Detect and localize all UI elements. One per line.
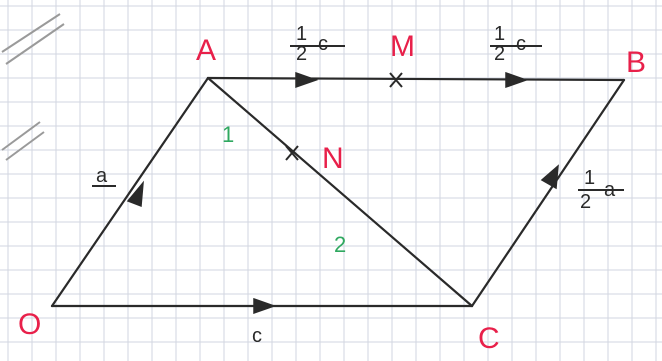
arrow-oc-icon	[253, 297, 277, 315]
edge-oa	[50, 76, 210, 308]
scribble-line	[1, 121, 41, 151]
scribble-line	[5, 23, 65, 65]
fraction-numerator-mb: 1	[494, 23, 505, 45]
label-vector-oa: a	[96, 165, 108, 187]
fraction-denominator-am: 2	[296, 43, 307, 65]
edge-bc	[470, 78, 626, 308]
fraction-numerator-am: 1	[296, 23, 307, 45]
point-markers	[285, 72, 403, 161]
ratio-label-an: 1	[222, 122, 234, 147]
edge-ab	[206, 76, 626, 82]
marker-n-icon	[285, 145, 299, 161]
scribble-line	[5, 131, 45, 161]
arrow-am-icon	[295, 71, 319, 89]
marker-m-icon	[389, 72, 403, 88]
label-point-c: C	[478, 322, 500, 355]
arrow-cb-icon	[540, 164, 559, 190]
arrow-oa-icon	[126, 180, 144, 208]
fraction-denominator-cb: 2	[580, 191, 591, 213]
label-point-n: N	[322, 142, 344, 175]
ratio-label-nc: 2	[334, 232, 346, 257]
scribble-line	[1, 13, 61, 53]
label-point-a: A	[196, 34, 216, 67]
margin-scribbles	[1, 13, 65, 161]
label-vector-oc: c	[252, 325, 262, 347]
fraction-denominator-mb: 2	[494, 43, 505, 65]
edge-ac-diagonal	[206, 76, 474, 308]
fraction-variable-am: c	[318, 33, 328, 55]
direction-arrows	[126, 71, 559, 315]
label-point-m: M	[390, 30, 415, 63]
fraction-numerator-cb: 1	[584, 167, 595, 189]
arrow-mb-icon	[505, 71, 529, 89]
label-point-o: O	[18, 308, 41, 341]
fraction-bars	[92, 45, 624, 191]
fraction-variable-cb: a	[604, 179, 616, 201]
label-point-b: B	[626, 46, 646, 79]
fraction-variable-mb: c	[516, 33, 526, 55]
